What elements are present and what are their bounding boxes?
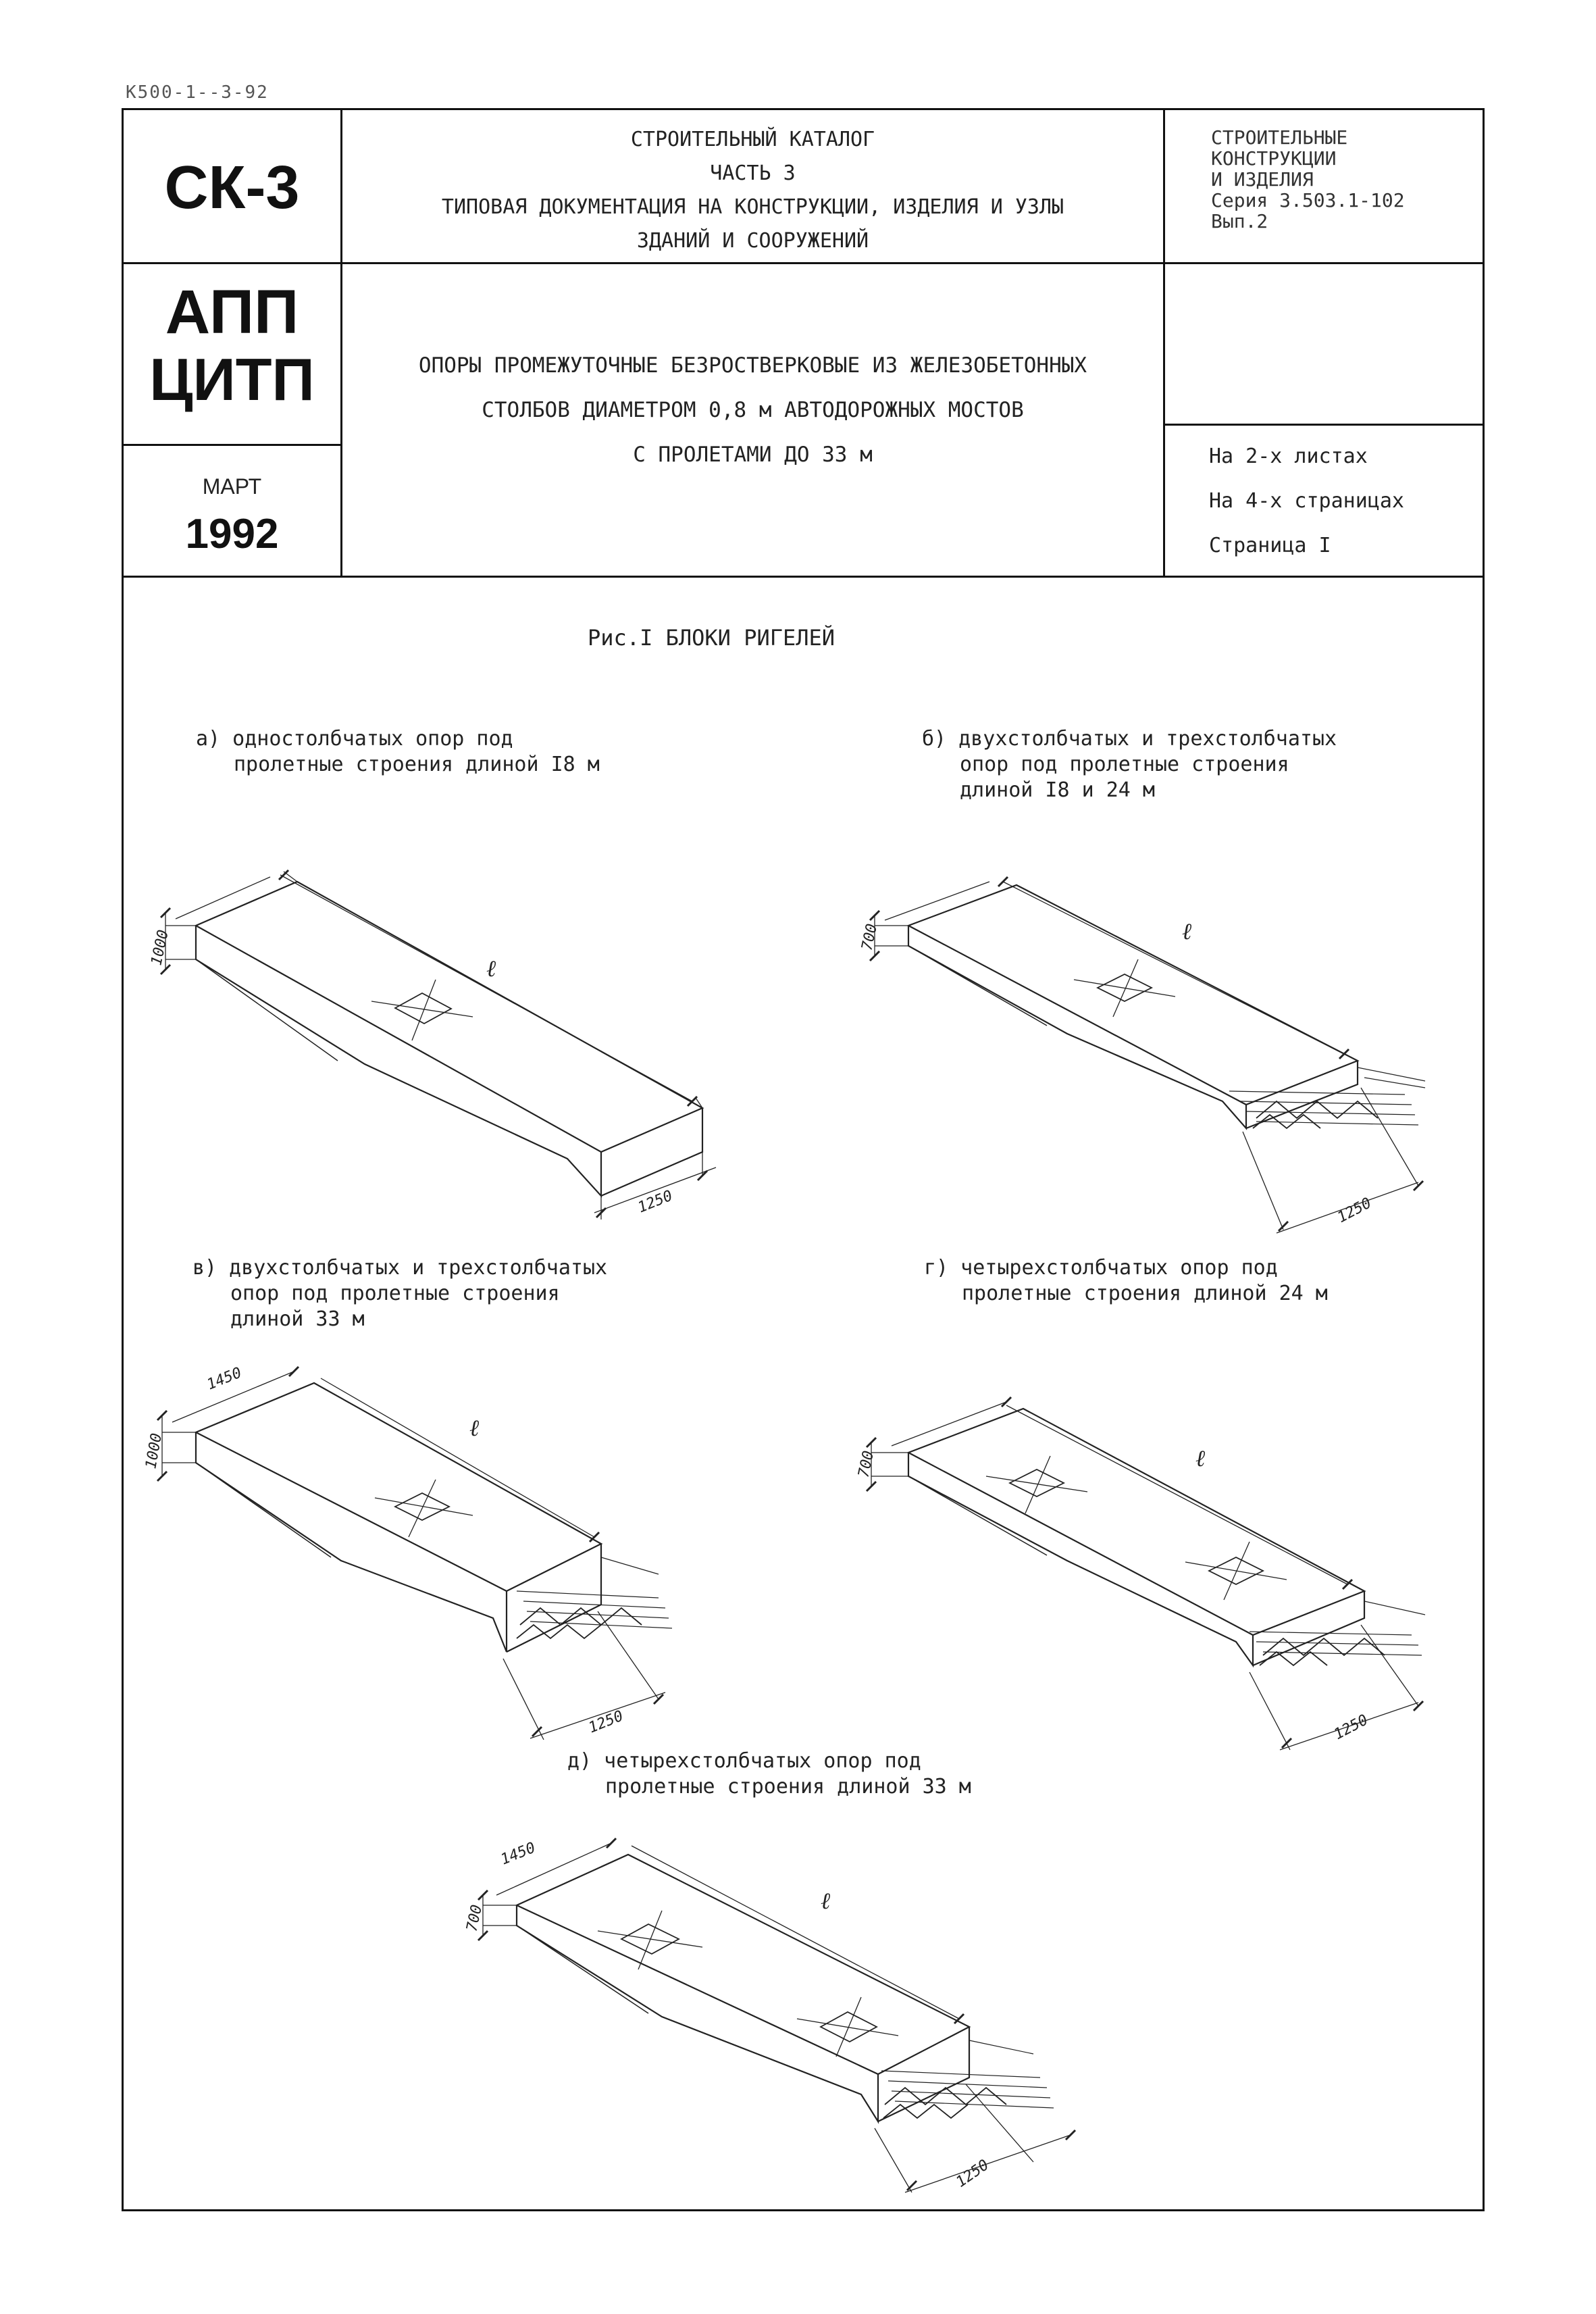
- frame-divider-header-bottom: [122, 576, 1483, 578]
- dimension-length: ℓ: [486, 955, 496, 982]
- beam-block-d-drawing: 700 1250 ℓ: [855, 1365, 1452, 1757]
- caption-line: д) четырехстолбчатых опор под: [567, 1749, 921, 1773]
- catalog-header: СТРОИТЕЛЬНЫЙ КАТАЛОГ ЧАСТЬ 3 ТИПОВАЯ ДОК…: [342, 123, 1163, 258]
- caption-line: б) двухстолбчатых и трехстолбчатых: [922, 727, 1337, 751]
- month-label: МАРТ: [202, 474, 262, 499]
- citp-label: ЦИТП: [149, 346, 315, 413]
- catalog-line: ТИПОВАЯ ДОКУМЕНТАЦИЯ НА КОНСТРУКЦИИ, ИЗД…: [441, 195, 1064, 219]
- dimension-length: ℓ: [1195, 1445, 1205, 1472]
- dimension-width: 1250: [636, 1188, 675, 1217]
- dimension-height: 700: [463, 1903, 486, 1933]
- app-label: АПП: [165, 278, 299, 347]
- frame-divider-right: [1163, 108, 1165, 578]
- dimension-length: ℓ: [821, 1888, 830, 1915]
- sk-code: СК-3: [164, 154, 300, 222]
- series-box: СТРОИТЕЛЬНЫЕ КОНСТРУКЦИИ И ИЗДЕЛИЯ Серия…: [1211, 127, 1405, 232]
- dimension-length: ℓ: [1182, 918, 1191, 945]
- dimension-top: 1450: [205, 1365, 244, 1394]
- frame-divider-row1: [122, 262, 1483, 264]
- sheet-info: На 2-х листах На 4-х страницах Страница …: [1209, 434, 1404, 568]
- document-code: К500-1--3-92: [126, 82, 269, 103]
- title-line: СТОЛБОВ ДИАМЕТРОМ 0,8 м АВТОДОРОЖНЫХ МОС…: [482, 398, 1024, 422]
- dimension-height: 700: [855, 1449, 877, 1479]
- caption-line: пролетные строения длиной 33 м: [605, 1775, 971, 1799]
- caption-line: в) двухстолбчатых и трехстолбчатых: [192, 1256, 608, 1280]
- title-line: С ПРОЛЕТАМИ ДО 33 м: [633, 443, 873, 467]
- caption-line: опор под пролетные строения: [230, 1282, 560, 1305]
- year-label: 1992: [185, 511, 279, 557]
- document-title: ОПОРЫ ПРОМЕЖУТОЧНЫЕ БЕЗРОСТВЕРКОВЫЕ ИЗ Ж…: [342, 343, 1163, 477]
- dimension-width: 1250: [953, 2157, 992, 2191]
- title-line: ОПОРЫ ПРОМЕЖУТОЧНЫЕ БЕЗРОСТВЕРКОВЫЕ ИЗ Ж…: [418, 353, 1087, 378]
- series-line: Серия 3.503.1-102: [1211, 189, 1405, 211]
- catalog-line: ЧАСТЬ 3: [710, 161, 796, 185]
- caption-a: а) одностолбчатых опор под пролетные стр…: [196, 726, 600, 778]
- caption-line: опор под пролетные строения: [960, 753, 1289, 776]
- catalog-line: ЗДАНИЙ И СООРУЖЕНИЙ: [636, 229, 869, 253]
- catalog-line: СТРОИТЕЛЬНЫЙ КАТАЛОГ: [630, 128, 875, 151]
- dimension-length: ℓ: [469, 1415, 479, 1442]
- caption-line: длиной 33 м: [230, 1307, 365, 1331]
- sheets-count: На 2-х листах: [1209, 445, 1368, 468]
- beam-block-c-drawing: 1450 1000 1250 ℓ: [143, 1365, 719, 1746]
- figure-title: Рис.I БЛОКИ РИГЕЛЕЙ: [588, 625, 835, 651]
- caption-b: б) двухстолбчатых и трехстолбчатых опор …: [922, 726, 1337, 803]
- frame-divider-left-mid: [122, 444, 342, 446]
- pages-count: На 4-х страницах: [1209, 489, 1404, 513]
- dimension-height: 700: [858, 922, 881, 952]
- caption-line: пролетные строения длиной 24 м: [962, 1282, 1328, 1305]
- caption-line: г) четырехстолбчатых опор под: [924, 1256, 1278, 1280]
- frame-divider-right-mid: [1163, 424, 1483, 426]
- beam-block-b-drawing: 700 1250 ℓ: [858, 845, 1452, 1236]
- frame-divider-left: [340, 108, 342, 578]
- series-line: КОНСТРУКЦИИ: [1211, 147, 1337, 170]
- beam-block-e-drawing: 1450 700 1250 ℓ: [463, 1811, 1087, 2196]
- caption-e: д) четырехстолбчатых опор под пролетные …: [567, 1749, 971, 1800]
- dimension-width: 1250: [586, 1708, 625, 1737]
- series-line: Вып.2: [1211, 210, 1268, 232]
- caption-d: г) четырехстолбчатых опор под пролетные …: [924, 1255, 1328, 1307]
- caption-line: длиной I8 и 24 м: [960, 778, 1155, 802]
- page-number: Страница I: [1209, 534, 1331, 557]
- beam-block-a-drawing: 1000 1250 ℓ: [148, 845, 743, 1223]
- page-frame: [122, 108, 1485, 2211]
- caption-line: а) одностолбчатых опор под: [196, 727, 513, 751]
- dimension-width: 1250: [1335, 1194, 1374, 1226]
- caption-c: в) двухстолбчатых и трехстолбчатых опор …: [192, 1255, 607, 1332]
- dimension-top: 1450: [498, 1840, 538, 1869]
- series-line: СТРОИТЕЛЬНЫЕ: [1211, 126, 1348, 149]
- dimension-width: 1250: [1331, 1711, 1371, 1743]
- series-line: И ИЗДЕЛИЯ: [1211, 168, 1314, 191]
- dimension-height: 1000: [148, 928, 172, 967]
- caption-line: пролетные строения длиной I8 м: [234, 753, 600, 776]
